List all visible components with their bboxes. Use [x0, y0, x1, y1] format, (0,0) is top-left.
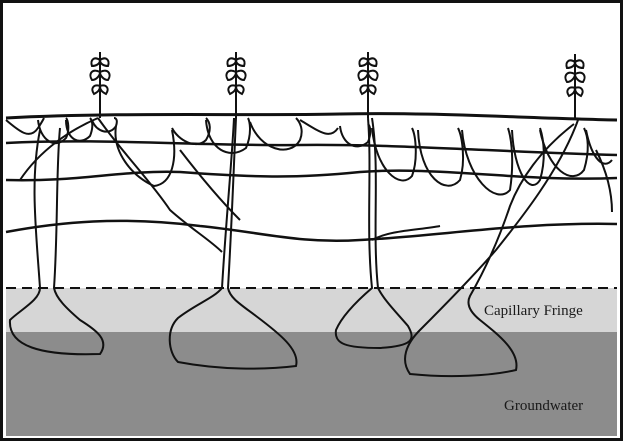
groundwater-zone: [6, 332, 617, 436]
capillary-fringe-label: Capillary Fringe: [484, 303, 583, 319]
groundwater-label: Groundwater: [504, 398, 583, 414]
